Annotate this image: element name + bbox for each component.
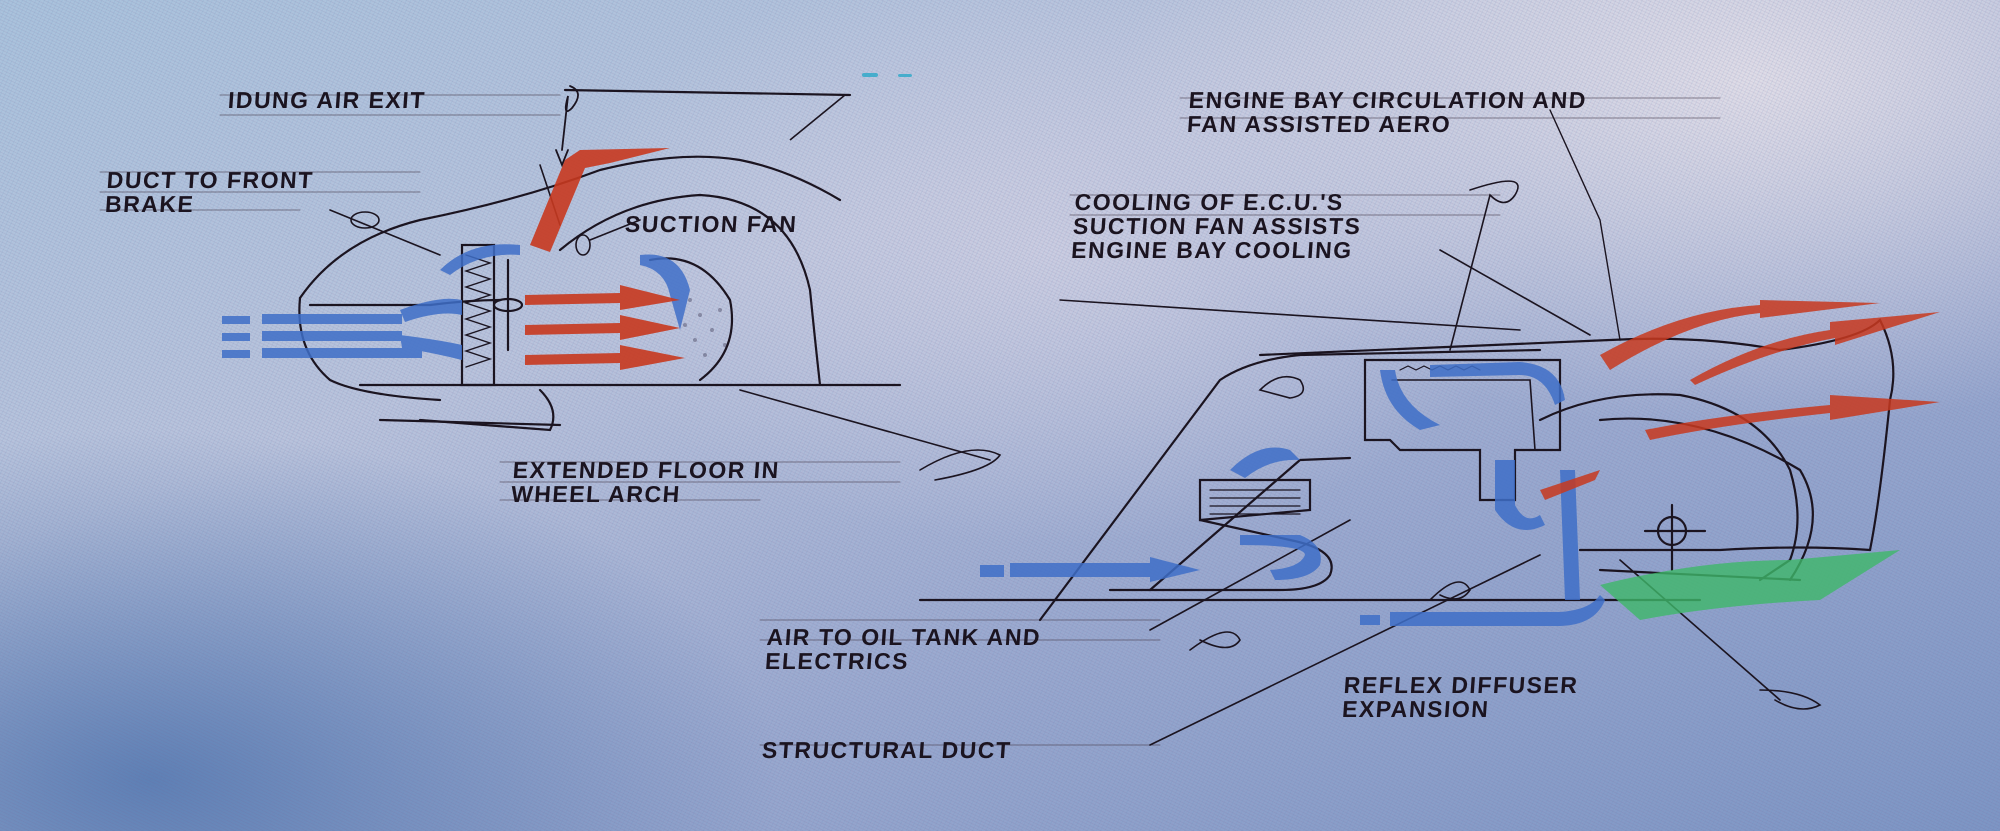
label-structural-duct: STRUCTURAL DUCT [761, 737, 1013, 763]
label-text: EXPANSION [1341, 696, 1491, 722]
label-text: BRAKE [104, 191, 196, 217]
label-text: SUCTION FAN ASSISTS [1072, 213, 1363, 239]
label-text: ELECTRICS [764, 648, 910, 674]
label-reflex-diffuser: REFLEX DIFFUSER EXPANSION [1341, 672, 1580, 722]
label-ecu-cooling: COOLING OF E.C.U.'S SUCTION FAN ASSISTS … [1070, 189, 1363, 263]
left-hot-airflow [525, 148, 685, 370]
label-guide-lines [759, 97, 1721, 746]
left-cool-airflow [222, 244, 690, 360]
label-text: IDUNG AIR EXIT [227, 87, 427, 113]
left-wheel-stipple [683, 298, 727, 357]
label-guide-lines [99, 94, 901, 501]
label-text: ENGINE BAY CIRCULATION AND [1187, 87, 1588, 113]
right-hot-airflow [1540, 300, 1940, 500]
left-sketch [99, 85, 1002, 501]
label-text: SUCTION FAN [624, 211, 799, 237]
teal-marks [862, 73, 912, 77]
label-text: REFLEX DIFFUSER [1342, 672, 1580, 698]
label-text: COOLING OF E.C.U.'S [1073, 189, 1345, 215]
label-text: STRUCTURAL DUCT [761, 737, 1013, 763]
label-text: EXTENDED FLOOR IN [511, 457, 781, 483]
label-duct-front-brake: DUCT TO FRONT BRAKE [104, 167, 315, 217]
stray-pen-line [789, 94, 846, 141]
right-cool-airflow [980, 362, 1605, 626]
label-cooling-air-exit: IDUNG AIR EXIT [227, 87, 427, 113]
label-text: WHEEL ARCH [510, 481, 682, 507]
label-extended-floor: EXTENDED FLOOR IN WHEEL ARCH [510, 457, 781, 507]
label-engine-bay-heading: ENGINE BAY CIRCULATION AND FAN ASSISTED … [1186, 87, 1588, 137]
label-text: AIR TO OIL TANK AND [765, 624, 1043, 650]
label-text: DUCT TO FRONT [105, 167, 315, 193]
diffuser-airflow [1600, 550, 1900, 620]
label-suction-fan: SUCTION FAN [624, 211, 799, 237]
label-oil-tank: AIR TO OIL TANK AND ELECTRICS [764, 624, 1043, 674]
label-text: FAN ASSISTED AERO [1186, 111, 1453, 137]
label-text: ENGINE BAY COOLING [1070, 237, 1354, 263]
